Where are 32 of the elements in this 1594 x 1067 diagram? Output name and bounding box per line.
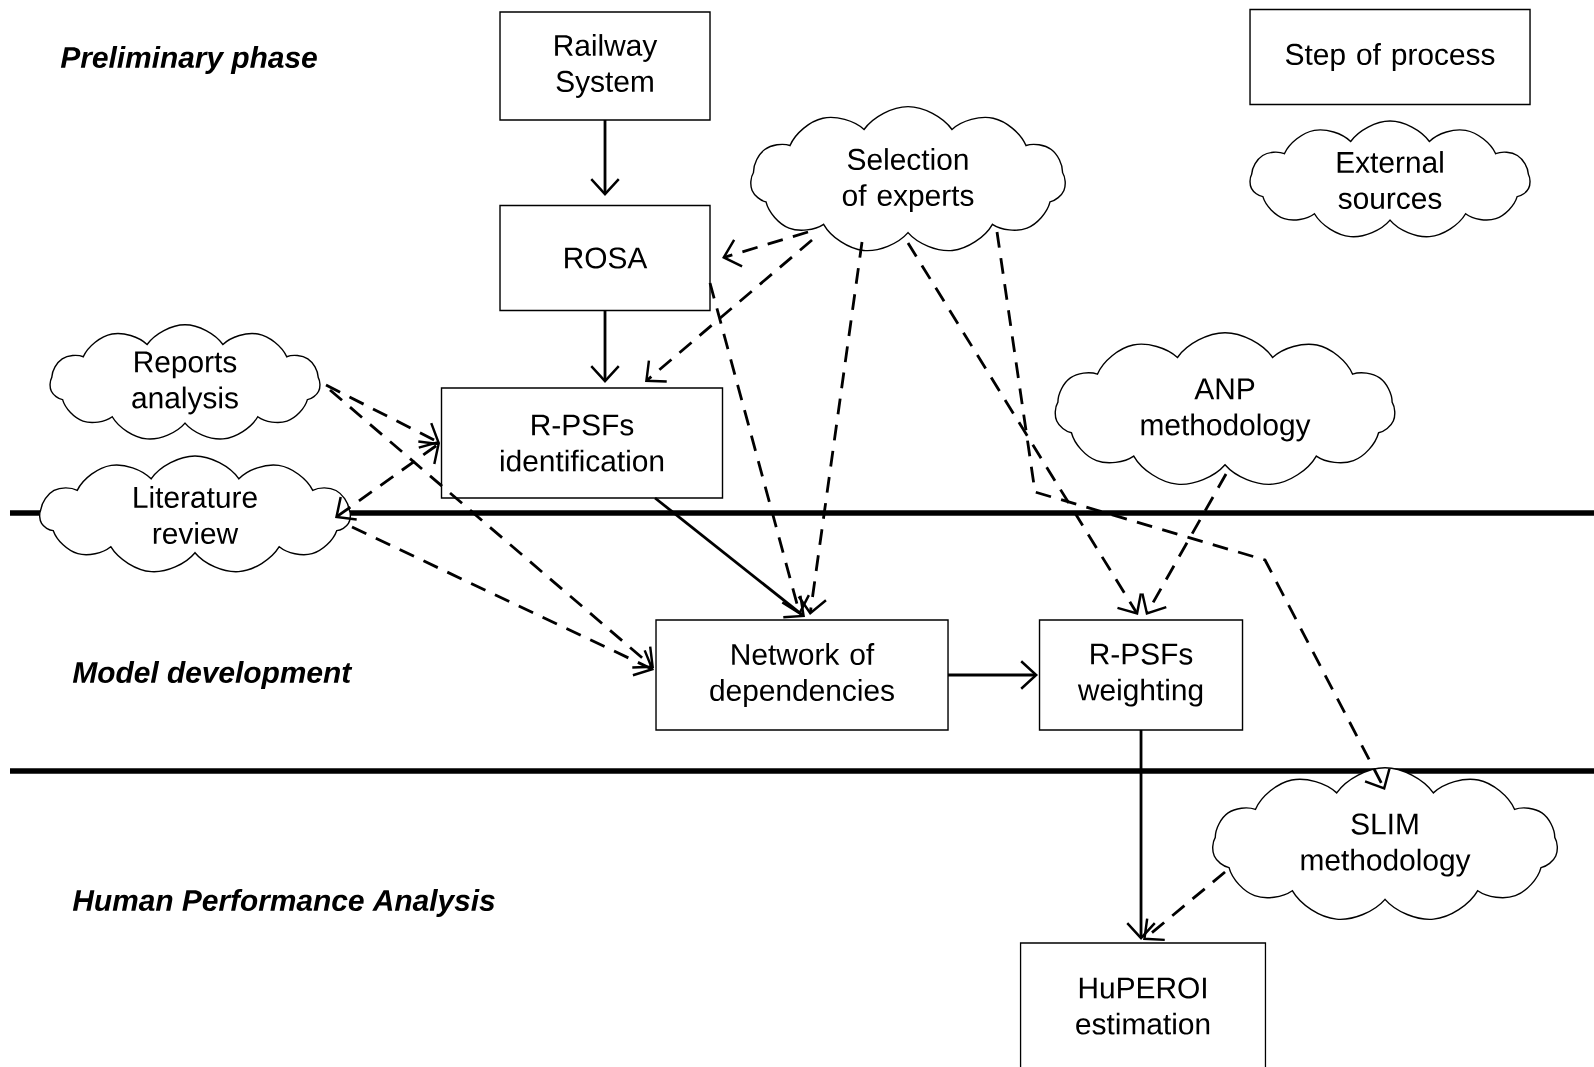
legend-cloud: External sources <box>1249 120 1531 238</box>
arrow <box>645 238 813 383</box>
process-box: R-PSFs weighting <box>1038 619 1244 731</box>
arrow <box>1141 473 1228 615</box>
source-cloud: ANP methodology <box>1054 332 1396 486</box>
process-box: ROSA <box>499 204 711 312</box>
source-cloud: Reports analysis <box>49 324 321 440</box>
arrow <box>351 525 654 677</box>
arrow <box>797 241 864 615</box>
arrow <box>1143 870 1226 942</box>
arrow <box>906 242 1143 615</box>
process-box: HuPEROI estimation <box>1019 942 1267 1067</box>
phase-label: Model development <box>72 661 353 689</box>
legend-box: Step of process <box>1249 8 1531 106</box>
arrow <box>948 660 1039 690</box>
arrow <box>335 440 440 521</box>
source-cloud: SLIM methodology <box>1212 767 1559 921</box>
arrow <box>722 230 809 268</box>
arrow <box>590 120 620 196</box>
phase-label: Human Performance Analysis <box>72 889 495 917</box>
process-box: Network of dependencies <box>655 619 949 731</box>
arrow <box>654 496 805 619</box>
source-cloud: Literature review <box>38 455 352 573</box>
arrow <box>1126 730 1156 940</box>
arrow <box>708 282 810 615</box>
phase-label: Preliminary phase <box>60 46 317 74</box>
arrow <box>329 388 654 669</box>
process-box: R-PSFs identification <box>440 387 724 499</box>
process-box: Railway System <box>499 11 711 121</box>
arrow <box>590 310 620 383</box>
source-cloud: Selection of experts <box>750 105 1066 252</box>
arrow <box>325 383 440 449</box>
